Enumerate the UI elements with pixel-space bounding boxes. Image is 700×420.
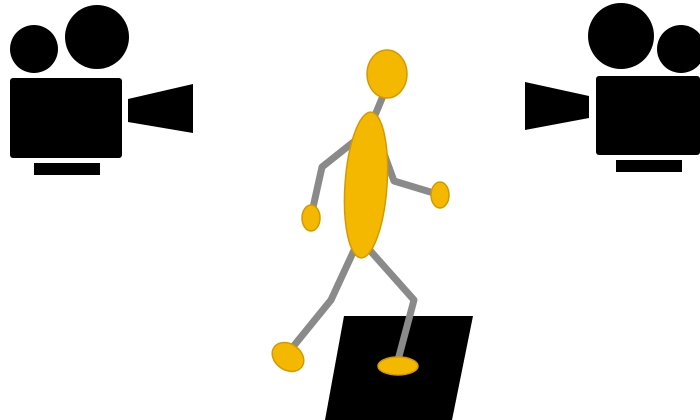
right-camera-lens — [525, 82, 589, 130]
left-camera-lens — [128, 84, 193, 133]
left-camera-small-reel — [10, 25, 58, 73]
walker-front-hand — [431, 182, 449, 208]
walker-back-hand — [302, 205, 320, 231]
walker-back-foot — [267, 337, 310, 378]
left-camera-base — [34, 163, 100, 175]
right-camera-icon — [525, 3, 700, 172]
right-camera-body — [596, 76, 700, 155]
right-camera-small-reel — [657, 25, 700, 73]
walker-front-foot — [378, 357, 418, 375]
left-camera-icon — [10, 5, 193, 175]
left-camera-body — [10, 78, 122, 158]
right-camera-base — [616, 160, 682, 172]
right-camera-large-reel — [588, 3, 654, 69]
left-camera-large-reel — [65, 5, 129, 69]
walker-torso — [340, 111, 392, 260]
walker-head — [367, 50, 407, 98]
